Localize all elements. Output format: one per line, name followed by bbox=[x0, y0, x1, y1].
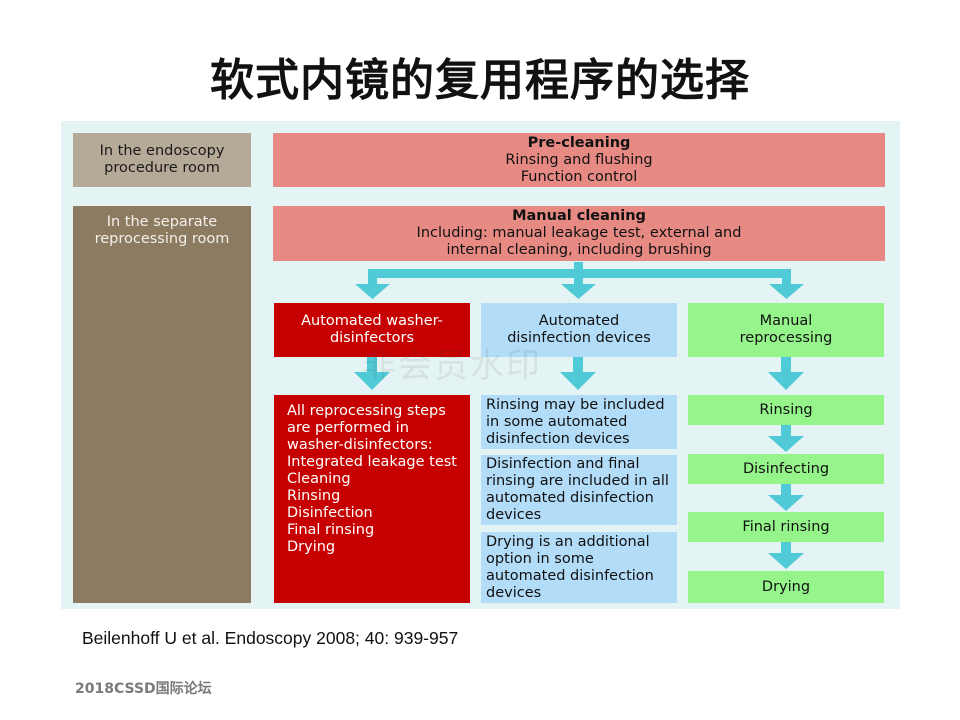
arrow-step3-stem bbox=[781, 542, 791, 555]
automated-disinfection-box: Automated disinfection devices bbox=[481, 303, 677, 357]
manual-step-drying: Drying bbox=[688, 571, 884, 603]
arrow-step2-stem bbox=[781, 484, 791, 497]
footer-text: 2018CSSD国际论坛 bbox=[75, 681, 212, 697]
arrow-center-stem bbox=[574, 262, 583, 286]
disinfection-note-final-rinsing: Disinfection and final rinsing are inclu… bbox=[481, 455, 677, 525]
citation-text: Beilenhoff U et al. Endoscopy 2008; 40: … bbox=[82, 628, 459, 648]
manual-cleaning-box: Manual cleaning Including: manual leakag… bbox=[273, 206, 885, 261]
arrow-disinfection-head bbox=[560, 372, 596, 390]
washer-details-box: All reprocessing steps are performed in … bbox=[274, 395, 470, 603]
arrow-right-stem bbox=[782, 269, 791, 286]
manual-step-disinfecting: Disinfecting bbox=[688, 454, 884, 484]
manual-cleaning-lines: Including: manual leakage test, external… bbox=[416, 225, 742, 258]
arrow-manual-stem bbox=[781, 357, 791, 374]
arrow-manual-head bbox=[768, 372, 804, 390]
arrow-center-head bbox=[561, 284, 596, 299]
manual-cleaning-heading: Manual cleaning bbox=[512, 208, 646, 224]
disinfection-note-rinsing: Rinsing may be included in some automate… bbox=[481, 395, 677, 449]
pre-cleaning-heading: Pre-cleaning bbox=[527, 134, 631, 151]
arrow-right-head bbox=[769, 284, 804, 299]
arrow-step1-stem bbox=[781, 425, 791, 438]
disinfection-note-drying: Drying is an additional option in some a… bbox=[481, 532, 677, 603]
arrow-left-stem bbox=[368, 269, 377, 286]
arrow-step3-head bbox=[768, 553, 804, 569]
manual-reprocessing-box: Manual reprocessing bbox=[688, 303, 884, 357]
room-endoscopy-label: In the endoscopy procedure room bbox=[73, 133, 251, 187]
arrow-washer-head bbox=[354, 372, 390, 390]
room-reprocessing-label: In the separate reprocessing room bbox=[73, 206, 251, 603]
arrow-disinfection-stem bbox=[573, 357, 583, 374]
manual-step-final-rinsing: Final rinsing bbox=[688, 512, 884, 542]
pre-cleaning-lines: Rinsing and flushing Function control bbox=[505, 151, 653, 185]
automated-washer-box: Automated washer- disinfectors bbox=[274, 303, 470, 357]
arrow-step2-head bbox=[768, 495, 804, 511]
manual-step-rinsing: Rinsing bbox=[688, 395, 884, 425]
arrow-left-head bbox=[355, 284, 390, 299]
arrow-step1-head bbox=[768, 436, 804, 452]
arrow-washer-stem bbox=[367, 357, 377, 374]
pre-cleaning-box: Pre-cleaning Rinsing and flushing Functi… bbox=[273, 133, 885, 187]
watermark-text: 非会员水印 bbox=[362, 346, 542, 386]
page-title: 软式内镜的复用程序的选择 bbox=[210, 55, 750, 106]
